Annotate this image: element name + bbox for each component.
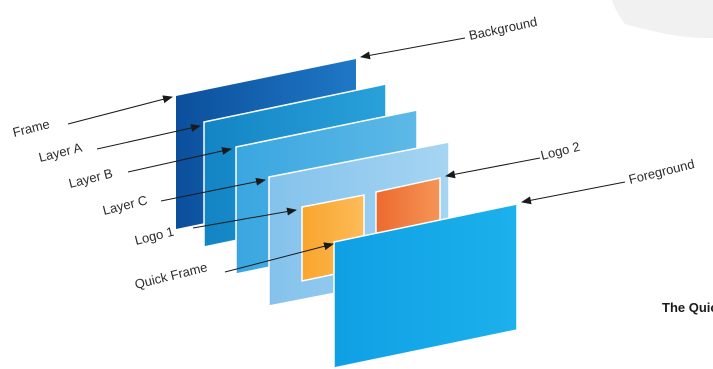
logo-2-leader — [445, 157, 541, 179]
background-leader — [360, 37, 466, 60]
layer-a-leader — [96, 124, 201, 150]
label-layer-a: Layer A — [37, 140, 84, 165]
caption-text: The Quick — [662, 300, 713, 315]
layer-c-leader — [160, 177, 266, 202]
label-background: Background — [468, 14, 539, 43]
label-frame: Frame — [11, 116, 51, 140]
quick-frame-leader — [224, 242, 334, 273]
foreground-layer — [333, 203, 518, 369]
label-layer-c: Layer C — [101, 192, 149, 218]
label-foreground: Foreground — [627, 156, 696, 187]
logo-1-leader — [192, 207, 297, 229]
label-quick-frame: Quick Frame — [133, 259, 209, 292]
label-layer-b: Layer B — [67, 166, 114, 191]
frame-leader — [67, 95, 173, 125]
foreground-leader — [521, 181, 626, 205]
corner-swatch — [612, 0, 713, 39]
layer-b-leader — [127, 147, 232, 173]
label-logo-2: Logo 2 — [539, 139, 581, 163]
label-logo-1: Logo 1 — [133, 224, 175, 248]
